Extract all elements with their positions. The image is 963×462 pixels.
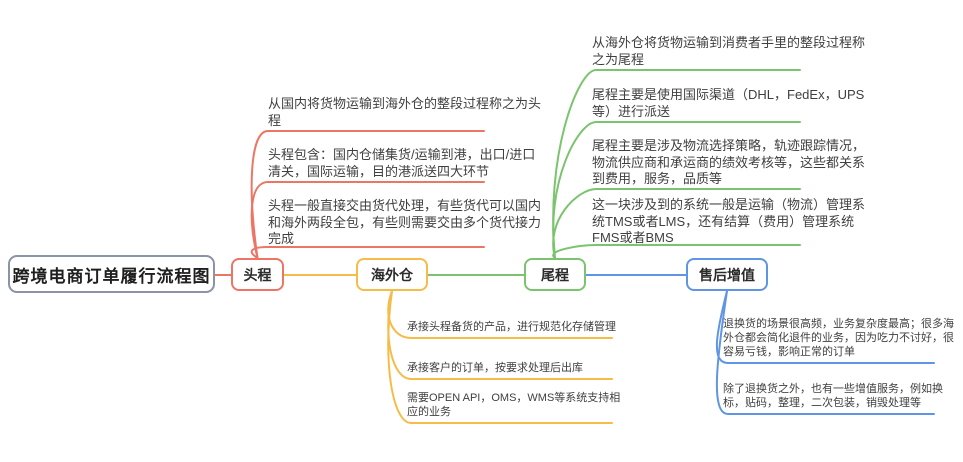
branch-node-overseas-warehouse[interactable]: 海外仓 <box>356 258 428 291</box>
topic-overseas-warehouse-3[interactable]: 需要OPEN API，OMS，WMS等系统支持相应的业务 <box>407 392 621 418</box>
topic-overseas-warehouse-1[interactable]: 承接头程备货的产品，进行规范化存储管理 <box>407 321 616 333</box>
topic-connector <box>552 121 801 259</box>
topic-connector <box>250 130 485 259</box>
topic-connector <box>715 290 935 415</box>
topic-first-mile-3[interactable]: 头程一般直接交由货代处理，有些货代可以国内和海外两段全包，有些则需要交由多个货代… <box>268 198 542 246</box>
topic-first-mile-2[interactable]: 头程包含：国内仓储集货/运输到港，出口/进口清关，国际运输，目的港派送四大环节 <box>268 147 536 179</box>
topic-last-mile-1[interactable]: 从海外仓将货物运输到消费者手里的整段过程称之为尾程 <box>592 35 866 67</box>
topic-connector <box>250 181 485 259</box>
topic-first-mile-1[interactable]: 从国内将货物运输到海外仓的整段过程称之为头程 <box>268 96 542 128</box>
root-node[interactable]: 跨境电商订单履行流程图 <box>8 255 215 293</box>
topic-after-sales-value-2[interactable]: 除了退换货之外，也有一些增值服务，例如换标，贴码，整理，二次包装，销毁处理等 <box>723 383 943 409</box>
topic-connector <box>552 244 801 259</box>
topic-after-sales-value-1[interactable]: 退换货的场景很高频，业务复杂度最高；很多海外仓都会简化退件的业务，因为吃力不讨好… <box>723 318 954 358</box>
topic-last-mile-3[interactable]: 尾程主要是涉及物流选择策略，轨迹跟踪情况，物流供应商和承运商的绩效考核等，这些都… <box>592 138 866 186</box>
topic-last-mile-2[interactable]: 尾程主要是使用国际渠道（DHL，FedEx，UPS等）进行派送 <box>592 87 865 119</box>
topic-last-mile-4[interactable]: 这一块涉及到的系统一般是运输（物流）管理系统TMS或者LMS，还有结算（费用）管… <box>592 197 866 245</box>
branch-node-after-sales-value[interactable]: 售后增值 <box>686 258 768 291</box>
branch-node-last-mile[interactable]: 尾程 <box>524 258 586 291</box>
topic-connector <box>250 246 485 259</box>
topic-connector <box>715 290 935 364</box>
topic-connector <box>387 290 613 424</box>
topic-overseas-warehouse-2[interactable]: 承接客户的订单，按要求处理后出库 <box>407 362 583 374</box>
topic-connector <box>552 188 801 259</box>
branch-node-first-mile[interactable]: 头程 <box>231 258 284 291</box>
